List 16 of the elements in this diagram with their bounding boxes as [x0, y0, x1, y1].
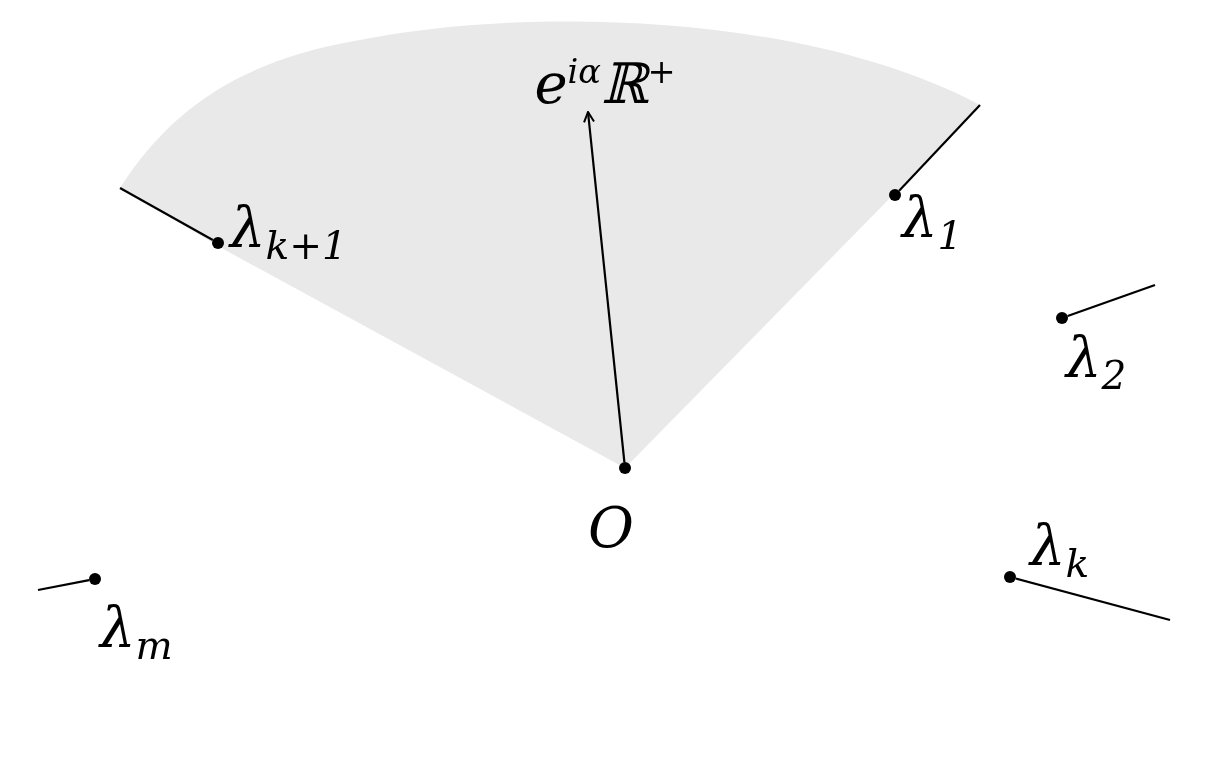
point-dot	[1056, 312, 1068, 324]
point-label: O	[588, 500, 634, 556]
cut-line	[1015, 577, 1171, 622]
point-label: λ$_{1}$	[902, 190, 963, 256]
cut-line	[898, 104, 981, 192]
cut-line	[119, 187, 214, 242]
point-label: λ$_{k+1}$	[230, 200, 347, 266]
point-dot	[1004, 571, 1016, 583]
point-label: λ$_{m}$	[100, 600, 173, 666]
cut-line	[37, 579, 90, 592]
arrow	[583, 111, 626, 463]
ray-label: e$^{iα}$ℝ$^{+}$	[534, 55, 676, 112]
point-dot	[89, 573, 101, 585]
cut-line	[1067, 283, 1156, 318]
point-label: λ$_{2}$	[1066, 330, 1127, 396]
point-label: λ$_{k}$	[1030, 518, 1090, 584]
